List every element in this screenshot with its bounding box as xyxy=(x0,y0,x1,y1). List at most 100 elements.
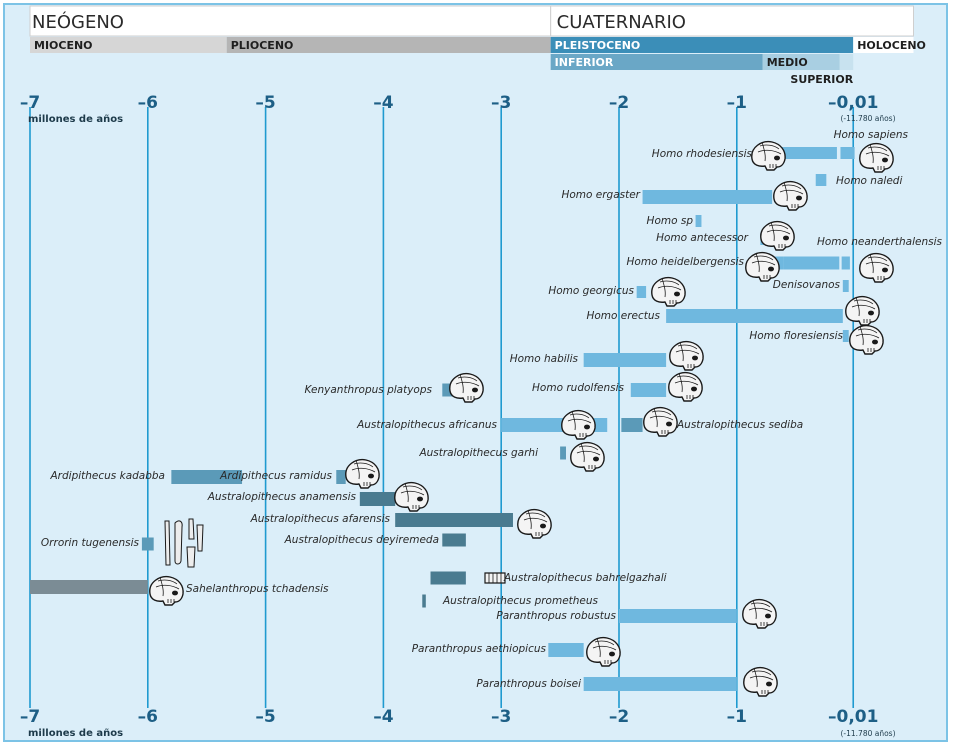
top-tick-label: –7 xyxy=(20,93,40,113)
stage-label: MEDIO xyxy=(767,56,808,69)
australopithecus-garhi-skull-icon xyxy=(570,441,605,472)
paranthropus-robustus-skull-icon xyxy=(742,598,777,629)
denisovanos-range-bar xyxy=(842,280,849,292)
homo-sp-range-bar xyxy=(695,215,702,227)
homo-erectus-label: Homo erectus xyxy=(586,310,660,322)
homo-sapiens-range-bar-2 xyxy=(840,147,855,159)
australopithecus-africanus-skull-icon xyxy=(561,409,596,440)
period-box xyxy=(550,5,915,37)
homo-sapiens-label: Homo sapiens xyxy=(834,129,909,141)
homo-habilis-skull-icon xyxy=(669,340,704,371)
epoch-label: PLIOCENO xyxy=(231,39,294,52)
homo-georgicus-skull-icon xyxy=(651,276,686,307)
bahrelgazhali-jaw-icon xyxy=(484,572,506,584)
paranthropus-boisei-label: Paranthropus boisei xyxy=(476,678,581,690)
stage-label: INFERIOR xyxy=(555,56,614,69)
bottom-tick-label: –4 xyxy=(373,707,394,727)
ardipithecus-ramidus-range-bar xyxy=(336,470,346,484)
homo-erectus-skull-icon xyxy=(845,295,880,326)
homo-rhodesiensis-skull-icon xyxy=(751,140,786,171)
chart-panel-background xyxy=(3,3,948,742)
homo-neanderthalensis-label: Homo neanderthalensis xyxy=(817,236,943,248)
epoch-bar xyxy=(550,37,854,53)
epoch-bar xyxy=(226,37,551,53)
australopithecus-sediba-label: Australopithecus sediba xyxy=(676,419,803,431)
top-tick-label: –2 xyxy=(609,93,629,113)
australopithecus-anamensis-range-bar xyxy=(359,492,396,506)
australopithecus-prometheus-range-bar xyxy=(422,594,426,608)
australopithecus-afarensis-skull-icon xyxy=(517,508,552,539)
epoch-label: HOLOCENO xyxy=(857,39,926,52)
australopithecus-africanus-label: Australopithecus africanus xyxy=(356,419,497,431)
bottom-tick-label: –1 xyxy=(727,707,747,727)
top-tick-label: –1 xyxy=(727,93,747,113)
homo-georgicus-label: Homo georgicus xyxy=(548,285,634,297)
stage-bar xyxy=(762,54,840,70)
homo-rudolfensis-label: Homo rudolfensis xyxy=(532,382,624,394)
ardipithecus-kadabba-range-bar xyxy=(171,470,243,484)
orrorin-tugenensis-label: Orrorin tugenensis xyxy=(41,537,140,549)
top-time-axis: millones de años (-11.780 años) –7–6–5–4… xyxy=(20,93,896,125)
top-tick-label: –0,01 xyxy=(828,93,878,113)
homo-naledi-range-bar xyxy=(815,174,827,186)
bottom-time-axis: millones de años (-11.780 años) –7–6–5–4… xyxy=(20,707,896,739)
bottom-axis-note: (-11.780 años) xyxy=(840,729,895,738)
paranthropus-aethiopicus-skull-icon xyxy=(586,636,621,667)
sahelanthropus-tchadensis-label: Sahelanthropus tchadensis xyxy=(186,583,329,595)
period-label: CUATERNARIO xyxy=(557,12,686,33)
homo-ergaster-range-bar xyxy=(642,190,773,204)
sahelanthropus-tchadensis-skull-icon xyxy=(149,575,184,606)
homo-neanderthalensis-skull-icon xyxy=(859,252,894,283)
australopithecus-anamensis-skull-icon xyxy=(394,481,429,512)
top-tick-label: –6 xyxy=(138,93,158,113)
epoch-bar xyxy=(853,37,914,53)
homo-naledi-label: Homo naledi xyxy=(836,175,902,187)
homo-antecessor-skull-icon xyxy=(760,220,795,251)
epoch-bar xyxy=(30,37,227,53)
australopithecus-deyiremeda-range-bar xyxy=(442,533,466,547)
homo-floresiensis-range-bar xyxy=(842,330,849,342)
epoch-label: MIOCENO xyxy=(34,39,93,52)
homo-rudolfensis-range-bar xyxy=(630,383,667,397)
top-tick-label: –5 xyxy=(255,93,275,113)
bottom-tick-label: –2 xyxy=(609,707,629,727)
kenyanthropus-platyops-label: Kenyanthropus platyops xyxy=(305,384,433,396)
homo-floresiensis-skull-icon xyxy=(849,324,884,355)
homo-erectus-range-bar xyxy=(666,309,843,323)
homo-sp-label: Homo sp xyxy=(647,215,694,227)
period-label: NEÓGENO xyxy=(32,11,124,33)
homo-floresiensis-label: Homo floresiensis xyxy=(749,330,843,342)
top-tick-label: –4 xyxy=(373,93,394,113)
top-tick-label: –3 xyxy=(491,93,511,113)
australopithecus-sediba-skull-icon xyxy=(643,406,678,437)
bottom-tick-label: –3 xyxy=(491,707,511,727)
stage-bar xyxy=(839,54,854,70)
australopithecus-afarensis-label: Australopithecus afarensis xyxy=(250,513,391,525)
ardipithecus-ramidus-skull-icon xyxy=(345,458,380,489)
epoch-label: PLEISTOCENO xyxy=(555,39,641,52)
orrorin-tugenensis-range-bar xyxy=(141,537,154,551)
australopithecus-garhi-label: Australopithecus garhi xyxy=(418,447,538,459)
homo-georgicus-range-bar xyxy=(636,286,647,298)
australopithecus-bahrelgazhali-label: Australopithecus bahrelgazhali xyxy=(503,572,667,584)
paranthropus-aethiopicus-range-bar xyxy=(548,643,584,657)
australopithecus-garhi-range-bar xyxy=(560,446,566,460)
time-gridlines xyxy=(29,107,855,708)
australopithecus-sediba-range-bar xyxy=(621,418,643,432)
denisovanos-label: Denisovanos xyxy=(773,279,841,291)
bottom-tick-label: –6 xyxy=(138,707,158,727)
bottom-tick-label: –0,01 xyxy=(828,707,878,727)
australopithecus-bahrelgazhali-range-bar xyxy=(430,571,466,585)
paranthropus-boisei-range-bar xyxy=(583,677,737,691)
homo-heidelbergensis-label: Homo heidelbergensis xyxy=(627,256,745,268)
australopithecus-deyiremeda-label: Australopithecus deyiremeda xyxy=(284,534,439,546)
top-axis-unit-label: millones de años xyxy=(28,114,123,125)
paranthropus-robustus-range-bar xyxy=(619,609,737,623)
australopithecus-afarensis-range-bar xyxy=(395,513,513,527)
skull-illustrations xyxy=(149,140,894,697)
bottom-tick-label: –7 xyxy=(20,707,40,727)
bottom-axis-unit-label: millones de años xyxy=(28,728,123,739)
homo-habilis-range-bar xyxy=(583,353,667,367)
paranthropus-boisei-skull-icon xyxy=(743,666,778,697)
